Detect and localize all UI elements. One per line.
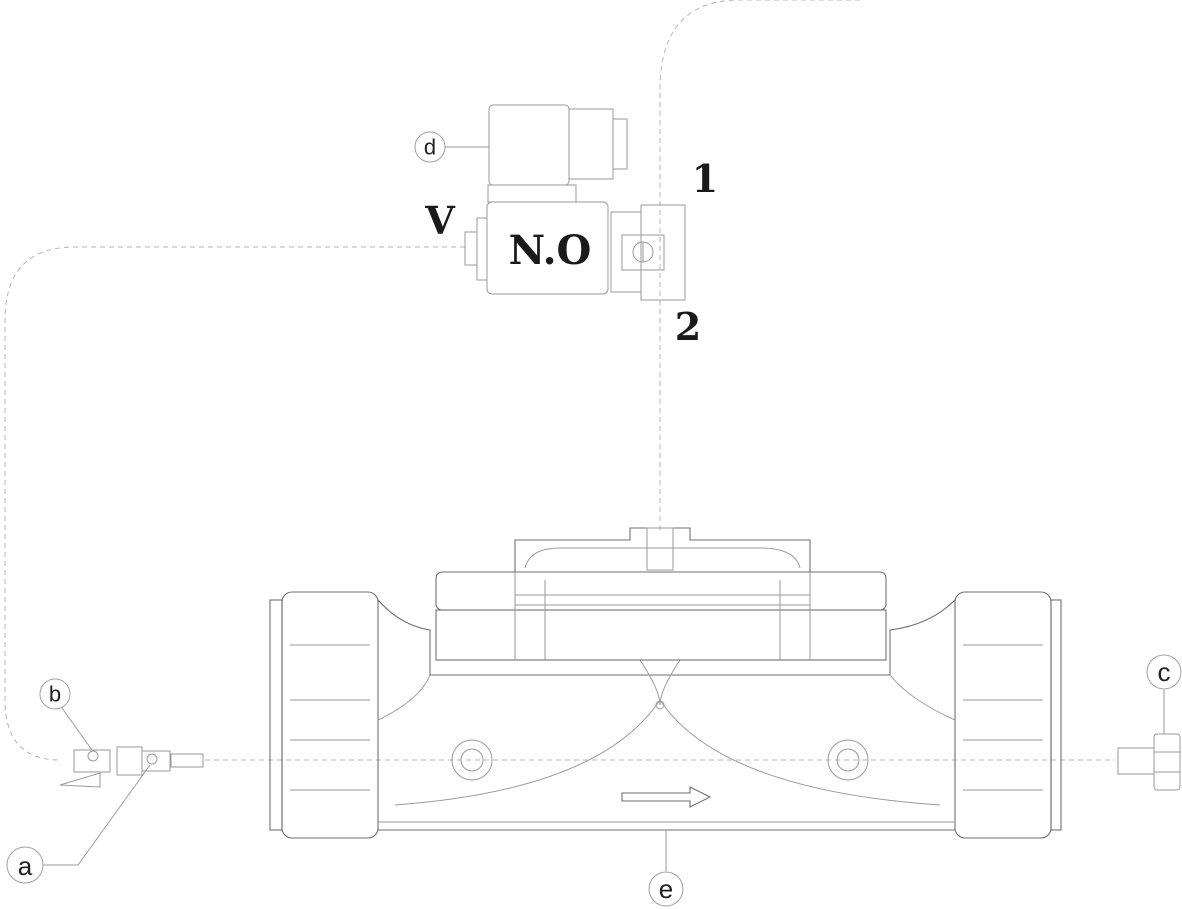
callout-b-text: b xyxy=(49,682,61,707)
solenoid-valve xyxy=(464,104,686,301)
callout-b: b xyxy=(39,678,71,710)
port-1-label: 1 xyxy=(692,156,718,201)
callout-c: c xyxy=(1146,654,1182,690)
ball-valve-fitting xyxy=(59,746,204,788)
callout-a: a xyxy=(6,846,44,884)
callout-e: e xyxy=(648,871,684,907)
callout-a-text: a xyxy=(18,851,33,881)
port-2-label: 2 xyxy=(675,304,701,349)
vent-label: V xyxy=(424,198,456,243)
plug-fitting xyxy=(1117,733,1181,791)
callout-d: d xyxy=(414,131,446,163)
pilot-line-left xyxy=(4,246,465,761)
flow-arrow-icon xyxy=(621,786,712,808)
main-valve-body xyxy=(269,527,1062,839)
callout-d-text: d xyxy=(424,135,436,160)
callout-e-text: e xyxy=(659,874,673,904)
pilot-line-upper xyxy=(659,0,860,530)
callout-c-text: c xyxy=(1158,657,1171,687)
solenoid-label: N.O xyxy=(509,227,592,274)
